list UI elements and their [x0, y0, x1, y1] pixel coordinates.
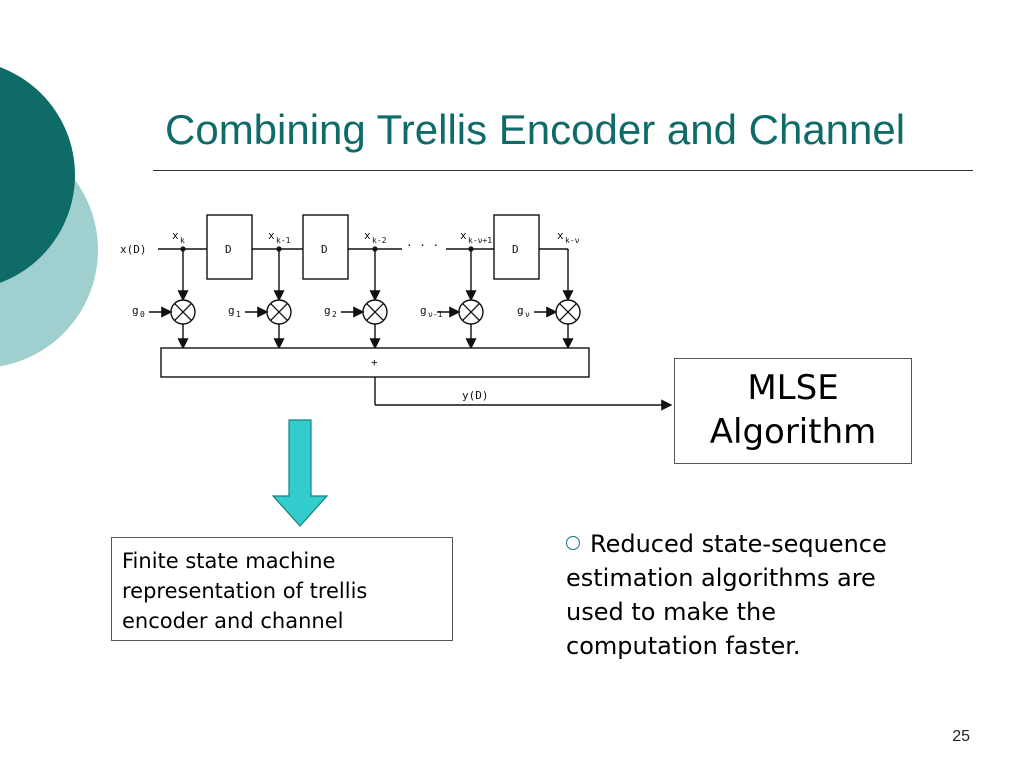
tap-g-label: g [228, 304, 235, 317]
multiplier-cross [559, 303, 577, 321]
tap-x-subscript: k-ν+1 [468, 236, 492, 245]
bullet-text: Reduced state-sequence estimation algori… [566, 530, 887, 660]
tap-x-subscript: k [180, 236, 185, 245]
page-number: 25 [952, 728, 970, 745]
mlse-line-2: Algorithm [709, 412, 877, 452]
down-arrow-icon [271, 419, 329, 527]
tap-g-subscript: ν-1 [428, 310, 443, 319]
multiplier-cross [462, 303, 480, 321]
adder-block [160, 347, 590, 378]
decorative-circles [0, 67, 98, 367]
tap-g-subscript: 1 [236, 310, 241, 319]
ellipsis: · · · [406, 239, 439, 252]
delay-block-2 [302, 214, 349, 280]
fsm-description-text: Finite state machine representation of t… [122, 549, 368, 633]
tap-g-label: g [517, 304, 524, 317]
delay-block-1 [206, 214, 253, 280]
output-label: y(D) [462, 389, 489, 402]
dark-teal-circle [0, 67, 75, 283]
multiplier-cross [270, 303, 288, 321]
tap-x-label: x [364, 229, 371, 242]
adder-label: + [371, 356, 378, 369]
tap-g-label: g [132, 304, 139, 317]
delay-label-2: D [321, 243, 328, 256]
multiplier-cross [174, 303, 192, 321]
tap-g-subscript: ν [525, 310, 530, 319]
delay-label-1: D [225, 243, 232, 256]
tap-g-subscript: 2 [332, 310, 337, 319]
tap-x-subscript: k-2 [372, 236, 387, 245]
mlse-line-1: MLSE [747, 368, 839, 408]
tap-x-subscript: k-ν [565, 236, 580, 245]
slide-title: Combining Trellis Encoder and Channel [165, 106, 906, 153]
input-label: x(D) [120, 243, 147, 256]
mlse-algorithm-box: MLSE Algorithm [674, 358, 912, 464]
tap-x-subscript: k-1 [276, 236, 291, 245]
tap-x-label: x [460, 229, 467, 242]
title-divider [153, 170, 973, 171]
tap-x-label: x [172, 229, 179, 242]
fsm-description-box: Finite state machine representation of t… [111, 537, 453, 641]
tap-x-label: x [268, 229, 275, 242]
multiplier-cross [366, 303, 384, 321]
bullet-point: Reduced state-sequence estimation algori… [566, 527, 906, 663]
tap-g-label: g [324, 304, 331, 317]
tap-g-label: g [420, 304, 427, 317]
hollow-circle-bullet-icon [566, 536, 580, 550]
tap-g-subscript: 0 [140, 310, 145, 319]
delay-label-3: D [512, 243, 519, 256]
delay-block-3 [493, 214, 540, 280]
tap-x-label: x [557, 229, 564, 242]
